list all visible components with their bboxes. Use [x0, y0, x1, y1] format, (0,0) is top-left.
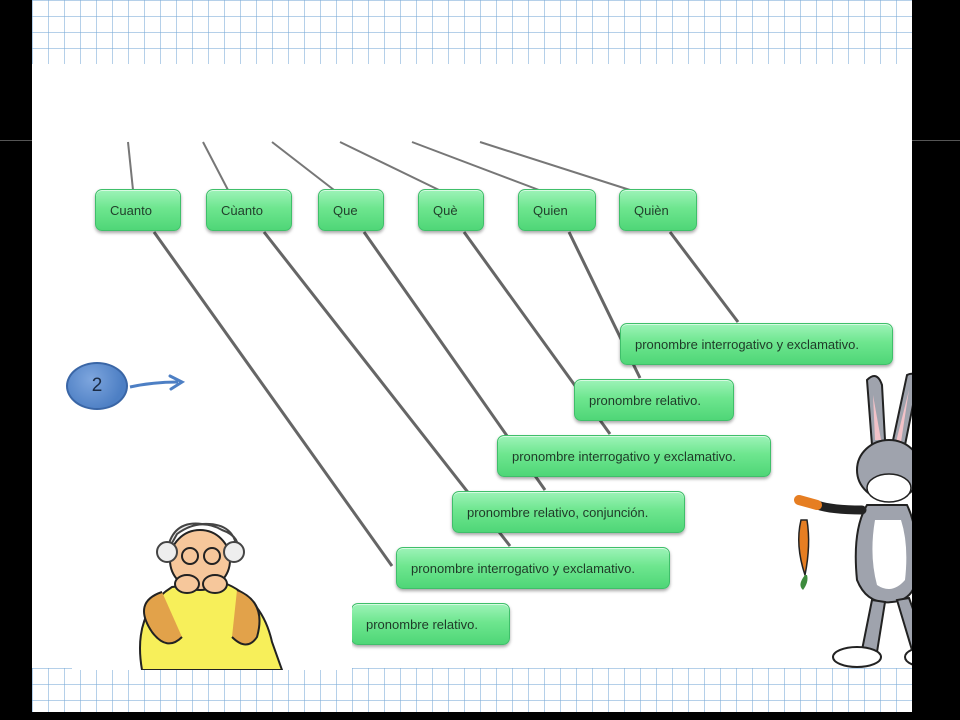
definition-node-4[interactable]: pronombre relativo, conjunción.: [452, 491, 685, 533]
word-node-quien-accent[interactable]: Quièn: [619, 189, 697, 231]
top-line-4: [339, 141, 440, 191]
definition-label: pronombre relativo.: [589, 392, 701, 408]
top-line-1: [127, 141, 134, 191]
top-line-3: [271, 141, 335, 191]
graph-paper-bottom: [32, 668, 912, 712]
word-label: Quien: [533, 202, 568, 218]
bunny-illustration: [794, 372, 912, 668]
word-label: Quièn: [634, 202, 669, 218]
definition-label: pronombre relativo.: [366, 616, 478, 632]
match-line-cuanto: [152, 231, 394, 567]
word-label: Que: [333, 202, 358, 218]
page-number-badge[interactable]: 2: [66, 362, 128, 410]
divider-left: [0, 140, 32, 141]
definition-node-6[interactable]: pronombre relativo.: [351, 603, 510, 645]
word-node-cuanto[interactable]: Cuanto: [95, 189, 181, 231]
graph-paper-top: [32, 0, 912, 64]
word-label: Cuanto: [110, 202, 152, 218]
definition-node-3[interactable]: pronombre interrogativo y exclamativo.: [497, 435, 771, 477]
top-line-6: [479, 141, 631, 191]
word-node-que[interactable]: Que: [318, 189, 384, 231]
word-node-quien[interactable]: Quien: [518, 189, 596, 231]
page-number-label: 2: [91, 375, 103, 396]
word-label: Què: [433, 202, 458, 218]
word-node-cuanto-accent[interactable]: Cùanto: [206, 189, 292, 231]
definition-label: pronombre interrogativo y exclamativo.: [512, 448, 736, 464]
word-node-que-accent[interactable]: Què: [418, 189, 484, 231]
match-line-quien-accent: [668, 231, 740, 323]
definition-label: pronombre interrogativo y exclamativo.: [635, 336, 859, 352]
top-line-5: [411, 141, 540, 191]
word-label: Cùanto: [221, 202, 263, 218]
slide: Cuanto Cùanto Que Què Quien Quièn pronom…: [32, 0, 912, 712]
grandma-illustration: [72, 512, 352, 670]
definition-node-1[interactable]: pronombre interrogativo y exclamativo.: [620, 323, 893, 365]
top-line-2: [202, 141, 229, 191]
definition-label: pronombre interrogativo y exclamativo.: [411, 560, 635, 576]
definition-node-2[interactable]: pronombre relativo.: [574, 379, 734, 421]
definition-label: pronombre relativo, conjunción.: [467, 504, 649, 520]
definition-node-5[interactable]: pronombre interrogativo y exclamativo.: [396, 547, 670, 589]
divider-right: [912, 140, 960, 141]
arrow-right-icon: [129, 374, 186, 391]
